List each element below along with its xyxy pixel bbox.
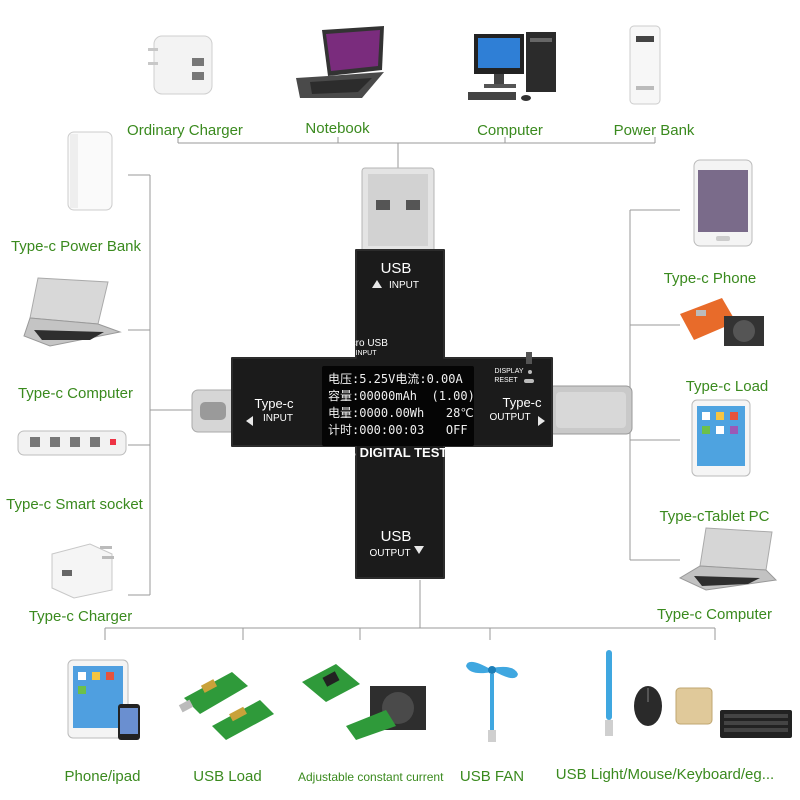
label-usb-fan: USB FAN bbox=[459, 768, 525, 785]
tablet-phone-icon bbox=[67, 659, 140, 740]
usb-output-label: USB bbox=[380, 528, 412, 545]
display-button-label: DISPLAY bbox=[494, 368, 524, 375]
power-bank-icon bbox=[67, 131, 113, 211]
usb-input-label: USB bbox=[380, 260, 412, 277]
label-typec-charger: Type-c Charger bbox=[28, 608, 133, 625]
label-power-bank: Power Bank bbox=[613, 122, 695, 139]
charger-icon bbox=[148, 35, 213, 95]
usb-fan-icon bbox=[466, 661, 518, 742]
usb-output-sub: OUTPUT bbox=[369, 548, 411, 559]
reset-button-label: RESET bbox=[494, 377, 518, 384]
lcd-line-timer: 计时:000:00:03 OFF bbox=[328, 423, 468, 437]
label-phone-ipad: Phone/ipad bbox=[64, 768, 141, 785]
phone-icon bbox=[693, 159, 753, 247]
constant-current-load-icon bbox=[302, 664, 426, 740]
label-ordinary-charger: Ordinary Charger bbox=[127, 122, 243, 139]
label-notebook: Notebook bbox=[305, 120, 370, 137]
label-typec-smart-socket: Type-c Smart socket bbox=[6, 496, 143, 513]
load-board-icon bbox=[680, 298, 764, 346]
typec-output-label: Type-c bbox=[502, 395, 542, 410]
micro-usb-sub: INPUT bbox=[355, 350, 377, 357]
label-usb-peripherals: USB Light/Mouse/Keyboard/eg... bbox=[555, 766, 775, 783]
lcd-line-capacity: 容量:00000mAh (1.00) bbox=[328, 389, 475, 403]
micro-usb-label: Micro USB bbox=[340, 338, 388, 349]
label-typec-computer-left: Type-c Computer bbox=[17, 385, 134, 402]
label-typec-load: Type-c Load bbox=[685, 378, 769, 395]
usb-input-sub: INPUT bbox=[389, 280, 419, 291]
label-computer: Computer bbox=[477, 122, 543, 139]
tester-title: USB DIGITAL TESTER bbox=[328, 445, 466, 460]
power-strip-icon bbox=[17, 430, 127, 456]
label-typec-computer-right: Type-c Computer bbox=[656, 606, 773, 623]
label-adjustable-constant-current: Adjustable constant current bbox=[298, 770, 444, 784]
usb-peripherals-icon bbox=[605, 650, 792, 738]
label-usb-load: USB Load bbox=[193, 768, 262, 785]
typec-input-label: Type-c bbox=[254, 396, 294, 411]
power-bank-icon bbox=[629, 25, 661, 105]
typec-input-sub: INPUT bbox=[263, 413, 293, 424]
lcd-line-energy-temp: 电量:0000.00Wh 28℃ bbox=[328, 406, 474, 420]
charger-icon bbox=[51, 543, 114, 599]
laptop-icon bbox=[678, 527, 778, 591]
label-typec-phone: Type-c Phone bbox=[663, 270, 757, 287]
desktop-computer-icon bbox=[468, 32, 556, 101]
label-typec-tablet-pc: Type-cTablet PC bbox=[659, 508, 770, 525]
lcd-screen: 电压:5.25V电流:0.00A 容量:00000mAh (1.00) 电量:0… bbox=[328, 371, 475, 443]
label-typec-power-bank: Type-c Power Bank bbox=[10, 238, 142, 255]
lcd-line-voltage-current: 电压:5.25V电流:0.00A bbox=[328, 372, 463, 386]
notebook-icon bbox=[296, 26, 384, 98]
tablet-icon bbox=[691, 399, 751, 477]
laptop-icon bbox=[23, 277, 122, 347]
usb-load-icon bbox=[178, 672, 274, 740]
typec-output-sub: OUTPUT bbox=[489, 412, 531, 423]
